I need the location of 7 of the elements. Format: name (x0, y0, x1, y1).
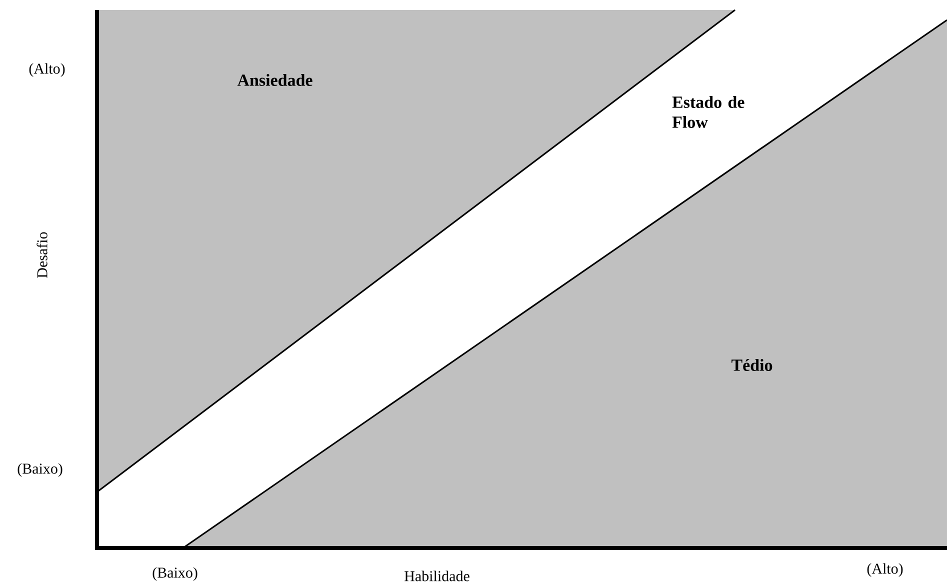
axis-label: (Baixo) (18, 463, 62, 477)
axis-label: Desafio (36, 232, 48, 278)
axis-label: Habilidade (404, 570, 470, 582)
node-label: Ansiedade (237, 74, 312, 86)
axis-label: (Baixo) (152, 567, 198, 581)
axis-label: (Alto) (29, 63, 65, 77)
axis-label: (Alto) (867, 563, 903, 577)
